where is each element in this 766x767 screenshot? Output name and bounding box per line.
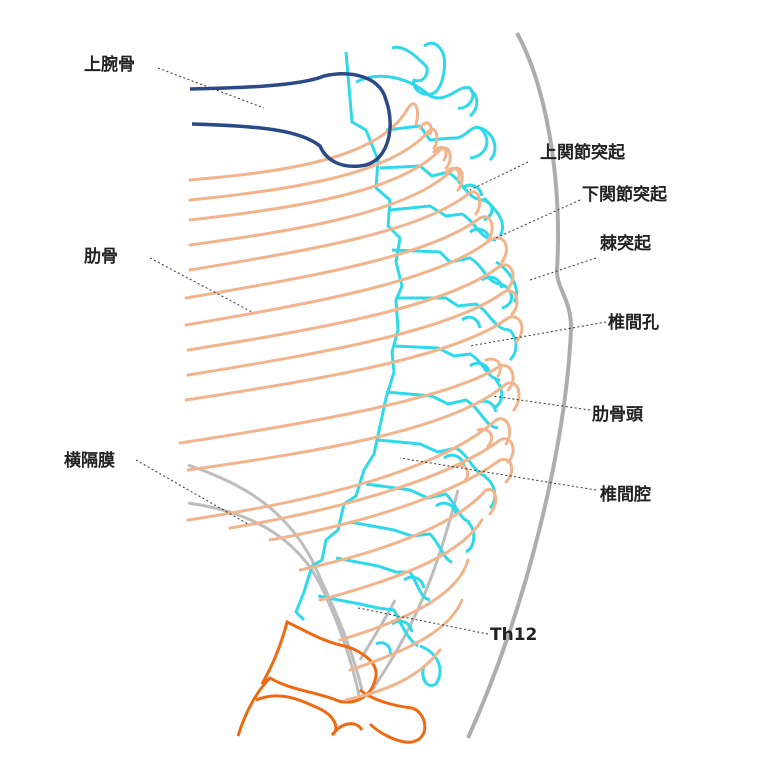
humerus-shape [189,72,392,169]
ribs [178,102,524,702]
superior-articular-process-label: 上関節突起 [540,142,626,163]
leader-lines [135,67,607,635]
rib-head-label: 肋骨頭 [592,404,644,425]
spinous-process-label: 棘突起 [600,233,652,254]
intervertebral-space-label: 椎間腔 [599,484,651,505]
th12-label: Th12 [490,625,537,645]
diaphragm-label: 横隔膜 [64,450,115,471]
inferior-articular-process-label: 下関節突起 [582,184,668,205]
thoracic-vertebrae [294,41,519,687]
rib-label: 肋骨 [84,246,118,267]
lumbar-vertebra [236,619,427,744]
back-outline [466,32,574,739]
intervertebral-foramen-label: 椎間孔 [607,312,659,333]
humerus-label: 上腕骨 [84,54,135,75]
